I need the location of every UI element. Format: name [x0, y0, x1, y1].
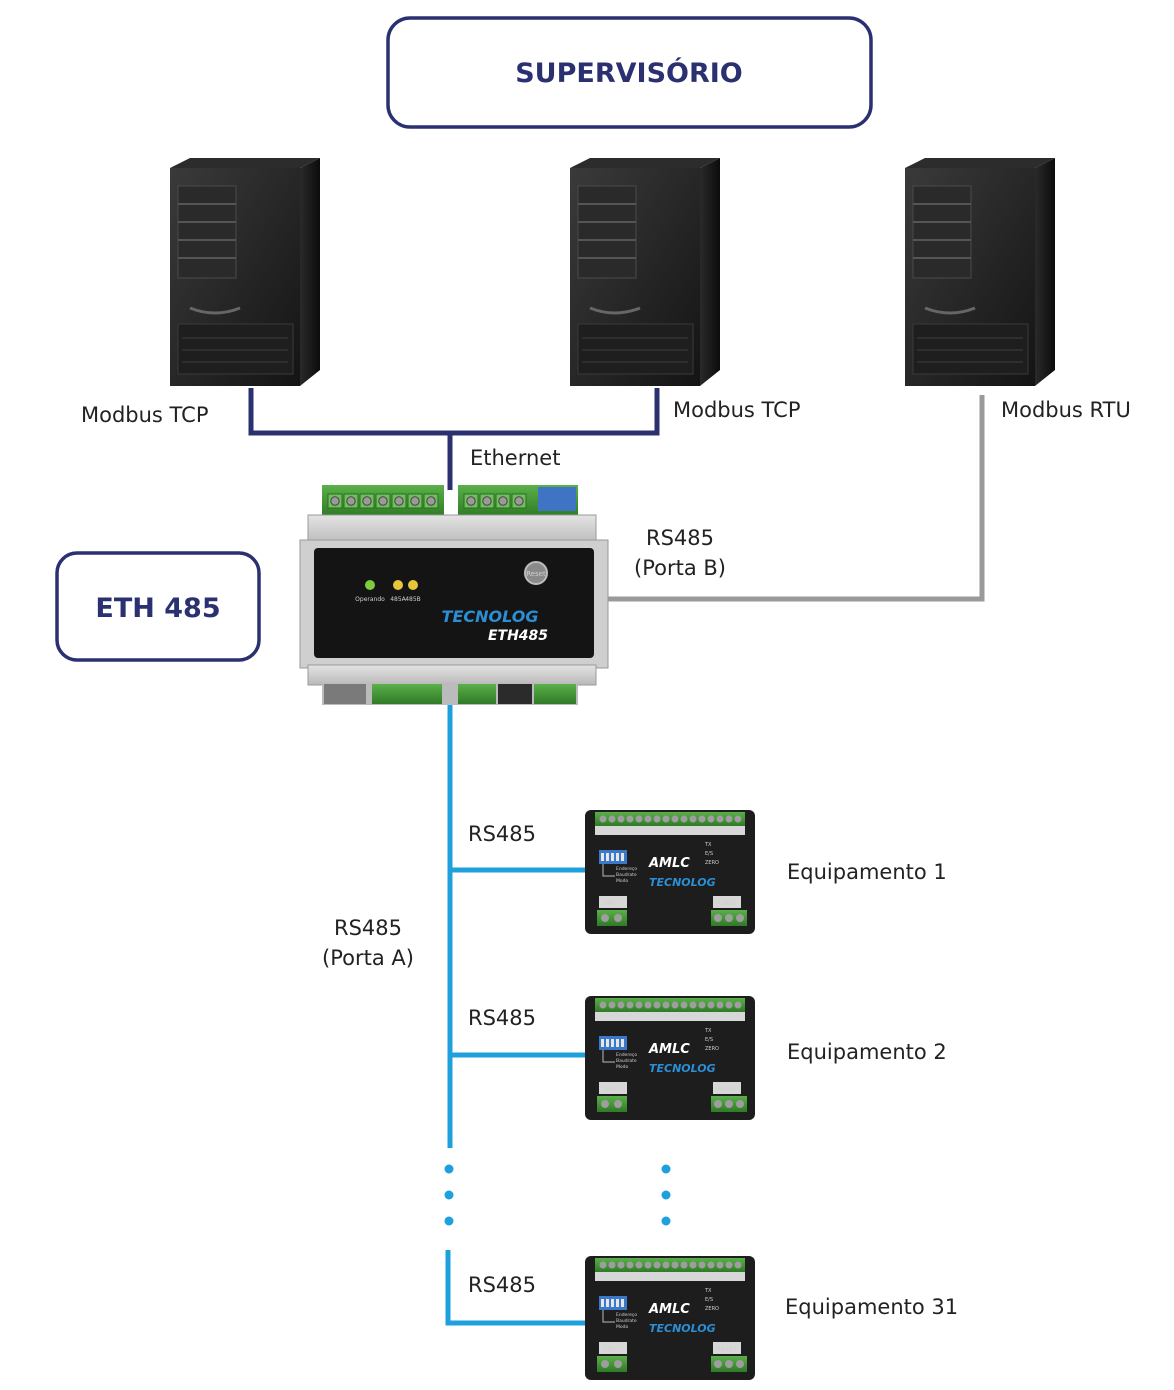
device-label-1: Equipamento 1 — [787, 860, 947, 884]
server-label-2: Modbus TCP — [673, 398, 800, 422]
device-opt1-label: Endereço — [616, 866, 637, 872]
device-model: AMLC — [648, 1042, 690, 1057]
gateway-brand: TECNOLOG — [442, 607, 539, 626]
rtu-connection — [608, 395, 985, 602]
device-tx-label: TX — [704, 842, 712, 848]
device-bus-label: RS485 — [717, 1346, 737, 1353]
ethernet-label: Ethernet — [470, 446, 560, 470]
eth485-box: ETH 485 — [55, 551, 261, 662]
branch-label-3: RS485 — [468, 1273, 536, 1297]
amlc-device-31: TX E/S ZERO Endereço Baudrate Modo AMLC … — [584, 1255, 756, 1381]
bus-continuation-dots — [444, 1164, 671, 1226]
port-b-label-line2: (Porta B) — [634, 556, 726, 580]
device-opt3-label: Modo — [616, 878, 628, 884]
rs485-bus — [445, 705, 588, 1326]
port-a-label-line1: RS485 — [334, 916, 402, 940]
device-es-label: E/S — [705, 851, 713, 857]
port-a-label-line2: (Porta A) — [322, 946, 414, 970]
device-opt2-label: Baudrate — [616, 1318, 637, 1324]
supervisorio-title: SUPERVISÓRIO — [515, 57, 743, 89]
device-opt3-label: Modo — [616, 1324, 628, 1330]
device-bus-label: RS485 — [717, 900, 737, 907]
device-opt2-label: Baudrate — [616, 1058, 637, 1064]
device-brand: TECNOLOG — [649, 876, 716, 889]
port-b-label-line1: RS485 — [646, 526, 714, 550]
device-model: AMLC — [648, 856, 690, 871]
device-brand: TECNOLOG — [649, 1062, 716, 1075]
led-485a-label: 485A — [390, 596, 406, 603]
branch-label-1: RS485 — [468, 822, 536, 846]
gateway-model: ETH485 — [488, 628, 548, 644]
device-zero-label: ZERO — [705, 1306, 719, 1312]
server-label-3: Modbus RTU — [1001, 398, 1131, 422]
led-485a-icon — [393, 580, 403, 590]
device-power-label: 24V — [603, 1346, 616, 1353]
server-icon — [903, 156, 1057, 388]
device-tx-label: TX — [704, 1028, 712, 1034]
eth485-gateway-device: Operando 485A 485B Reset TECNOLOG ETH485 — [299, 485, 609, 705]
server-label-1: Modbus TCP — [81, 403, 208, 427]
led-485b-icon — [408, 580, 418, 590]
device-tx-label: TX — [704, 1288, 712, 1294]
device-opt1-label: Endereço — [616, 1052, 637, 1058]
device-es-label: E/S — [705, 1037, 713, 1043]
device-opt3-label: Modo — [616, 1064, 628, 1070]
device-opt1-label: Endereço — [616, 1312, 637, 1318]
device-label-31: Equipamento 31 — [785, 1295, 958, 1319]
device-zero-label: ZERO — [705, 1046, 719, 1052]
reset-label: Reset — [526, 570, 546, 578]
led-operando-label: Operando — [355, 596, 385, 603]
device-model: AMLC — [648, 1302, 690, 1317]
device-label-2: Equipamento 2 — [787, 1040, 947, 1064]
server-icon — [568, 156, 722, 388]
device-power-label: 24V — [603, 900, 616, 907]
device-es-label: E/S — [705, 1297, 713, 1303]
device-opt2-label: Baudrate — [616, 872, 637, 878]
eth485-title: ETH 485 — [95, 593, 220, 624]
amlc-device-1: TX E/S ZERO Endereço Baudrate Modo AMLC … — [584, 809, 756, 935]
device-brand: TECNOLOG — [649, 1322, 716, 1335]
device-zero-label: ZERO — [705, 860, 719, 866]
supervisorio-box: SUPERVISÓRIO — [386, 16, 873, 129]
reset-button-icon — [524, 561, 548, 585]
branch-label-2: RS485 — [468, 1006, 536, 1030]
device-bus-label: RS485 — [717, 1086, 737, 1093]
ethernet-connection — [248, 388, 660, 490]
server-icon — [168, 156, 322, 388]
device-power-label: 24V — [603, 1086, 616, 1093]
led-485b-label: 485B — [405, 596, 421, 603]
led-operando-icon — [365, 580, 375, 590]
amlc-device-2: TX E/S ZERO Endereço Baudrate Modo AMLC … — [584, 995, 756, 1121]
